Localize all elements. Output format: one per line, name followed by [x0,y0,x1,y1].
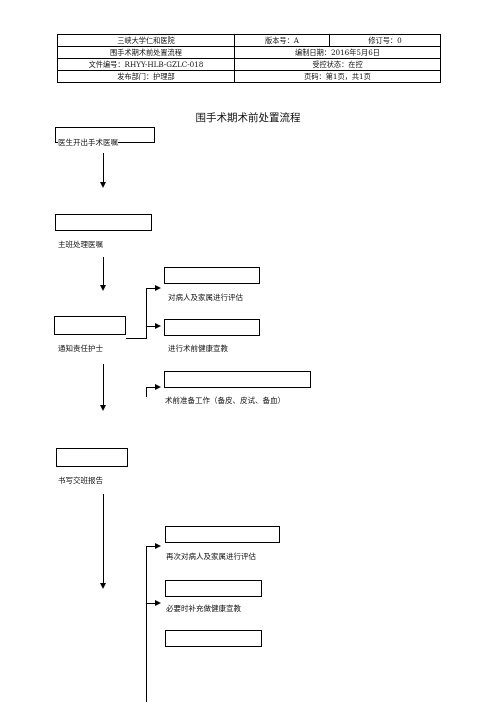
step-nurse-process-label: 主班处理医嘱 [58,240,103,249]
arrow-right-icon [155,285,161,291]
flow-arrow-line [103,257,104,286]
arrow-right-icon [155,323,161,329]
issuing-department: 发布部门：护理部 [57,70,235,83]
branch-connector-line [146,603,156,604]
step-preop-prep-box [164,371,311,388]
step-assess-patient-box [164,267,260,284]
step-reassess-box [165,526,280,543]
step-handover-report-box [56,448,128,467]
step-doctor-order-label: 医生开出手术医嘱 [58,137,118,148]
step-notify-nurse-label: 通知责任护士 [58,344,103,353]
step-supplement-education-label: 必要时补充做健康宣教 [166,604,241,613]
arrow-down-icon [100,583,106,589]
compile-date: 编制日期：2016年5月6日 [234,46,441,59]
step-nurse-process-box [55,214,152,231]
branch-connector-line [146,546,147,702]
branch-connector-line [146,288,147,339]
step-preop-prep-label: 术前准备工作（备皮、皮试、备血） [165,396,285,405]
arrow-right-icon [155,600,161,606]
step-health-education-box [164,319,260,336]
hospital-name: 三峡大学仁和医院 [57,34,235,47]
document-name: 围手术期术前处置流程 [57,46,235,59]
control-status: 受控状态：在控 [234,58,441,71]
branch-connector-line [146,387,156,388]
arrow-right-icon [155,543,161,549]
arrow-right-icon [155,384,161,390]
branch-connector-line [126,338,146,339]
branch-connector-line [146,288,156,289]
step-health-education-label: 进行术前健康宣教 [168,344,228,353]
arrow-down-icon [100,405,106,411]
flow-arrow-line [103,364,104,406]
branch-connector-line [146,546,156,547]
flow-arrow-line [103,153,104,183]
step-assess-patient-label: 对病人及家属进行评估 [168,293,243,302]
arrow-down-icon [100,182,106,188]
step-empty-box [165,630,262,647]
document-header-table: 三峡大学仁和医院 版本号：A 修订号：0 围手术期术前处置流程 编制日期：201… [57,34,441,83]
step-supplement-education-box [165,580,262,597]
version-number: 版本号：A [234,34,330,47]
step-reassess-label: 再次对病人及家属进行评估 [166,552,256,561]
step-handover-report-label: 书写交班报告 [58,476,103,485]
revision-number: 修订号：0 [329,34,441,47]
step-notify-nurse-box [54,316,126,335]
flow-arrow-line [103,494,104,584]
page-title: 围手术期术前处置流程 [195,112,301,124]
arrow-down-icon [100,285,106,291]
branch-connector-line [146,387,147,397]
branch-connector-line [146,326,156,327]
page-number: 页码：第1页，共1页 [234,70,441,83]
file-number: 文件编号：RHYY-HLB-GZLC-018 [57,58,235,71]
